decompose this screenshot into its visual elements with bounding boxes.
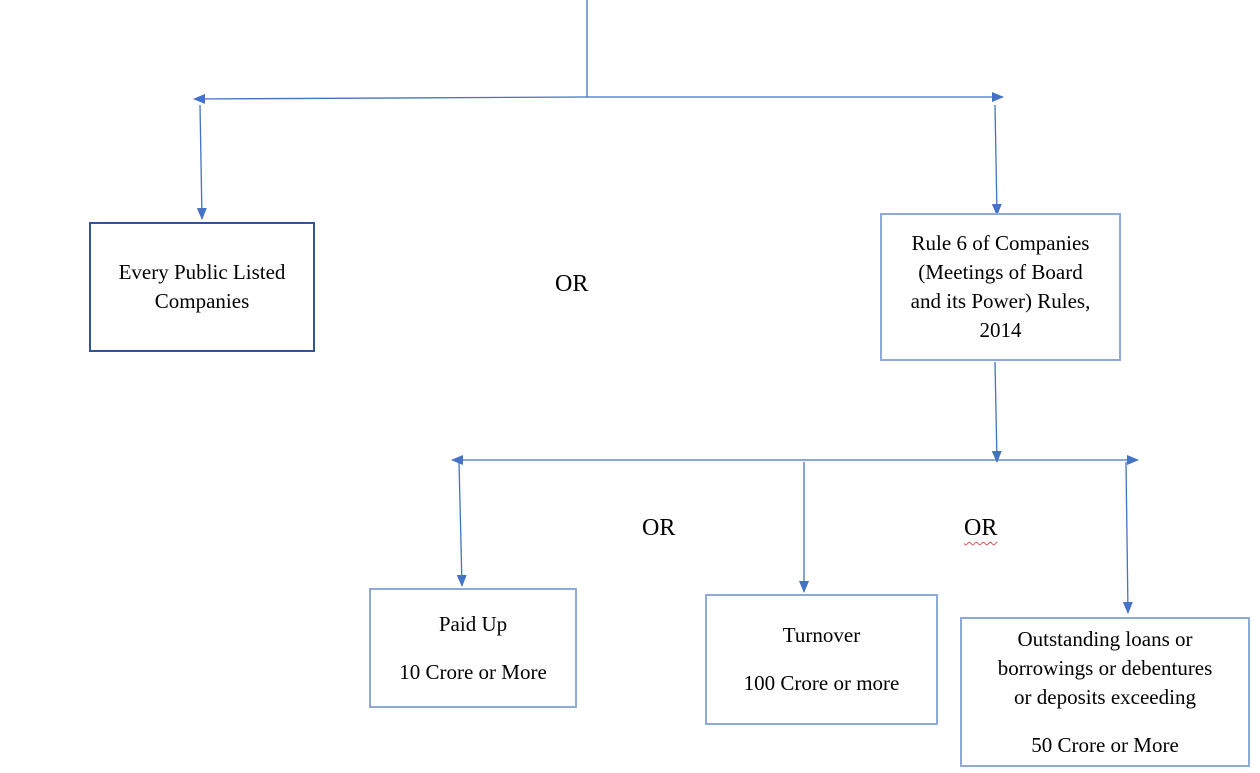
- turnover-value: 100 Crore or more: [743, 671, 900, 695]
- paid-up-arrow: [456, 461, 467, 587]
- rule6-arrow: [991, 104, 1002, 216]
- paid-up-title: Paid Up: [438, 611, 508, 636]
- loans-line-3: or deposits exceeding: [1014, 684, 1196, 709]
- loans-arrow: [1122, 461, 1133, 614]
- top-left-arrow: [193, 93, 588, 104]
- or-label-bottom-right: OR: [964, 515, 998, 541]
- turnover-title: Turnover: [782, 623, 861, 647]
- loans-value: 50 Crore or More: [1031, 732, 1179, 757]
- loans-line-2: borrowings or debentures: [997, 655, 1213, 680]
- rule6-line-2: (Meetings of Board: [918, 260, 1083, 284]
- public-listed-box: Every Public Listed Companies: [89, 222, 315, 352]
- rule6-line-3: and its Power) Rules,: [910, 289, 1091, 313]
- loans-box: Outstanding loans or borrowings or deben…: [960, 617, 1250, 767]
- paid-up-box: Paid Up 10 Crore or More: [369, 588, 577, 708]
- rule6-line-4: 2014: [979, 318, 1022, 342]
- paid-up-value: 10 Crore or More: [399, 659, 547, 684]
- loans-line-1: Outstanding loans or: [1017, 626, 1193, 651]
- rule6-down-arrow: [991, 361, 1002, 463]
- public-listed-line-1: Every Public Listed: [118, 260, 286, 284]
- or-label-top: OR: [555, 271, 589, 297]
- public-listed-line-2: Companies: [154, 289, 250, 313]
- rule6-line-1: Rule 6 of Companies: [911, 231, 1090, 255]
- or-label-bottom-left: OR: [642, 515, 676, 541]
- rule6-box: Rule 6 of Companies (Meetings of Board a…: [880, 213, 1121, 361]
- turnover-box: Turnover 100 Crore or more: [705, 594, 938, 725]
- public-listed-arrow: [196, 104, 207, 220]
